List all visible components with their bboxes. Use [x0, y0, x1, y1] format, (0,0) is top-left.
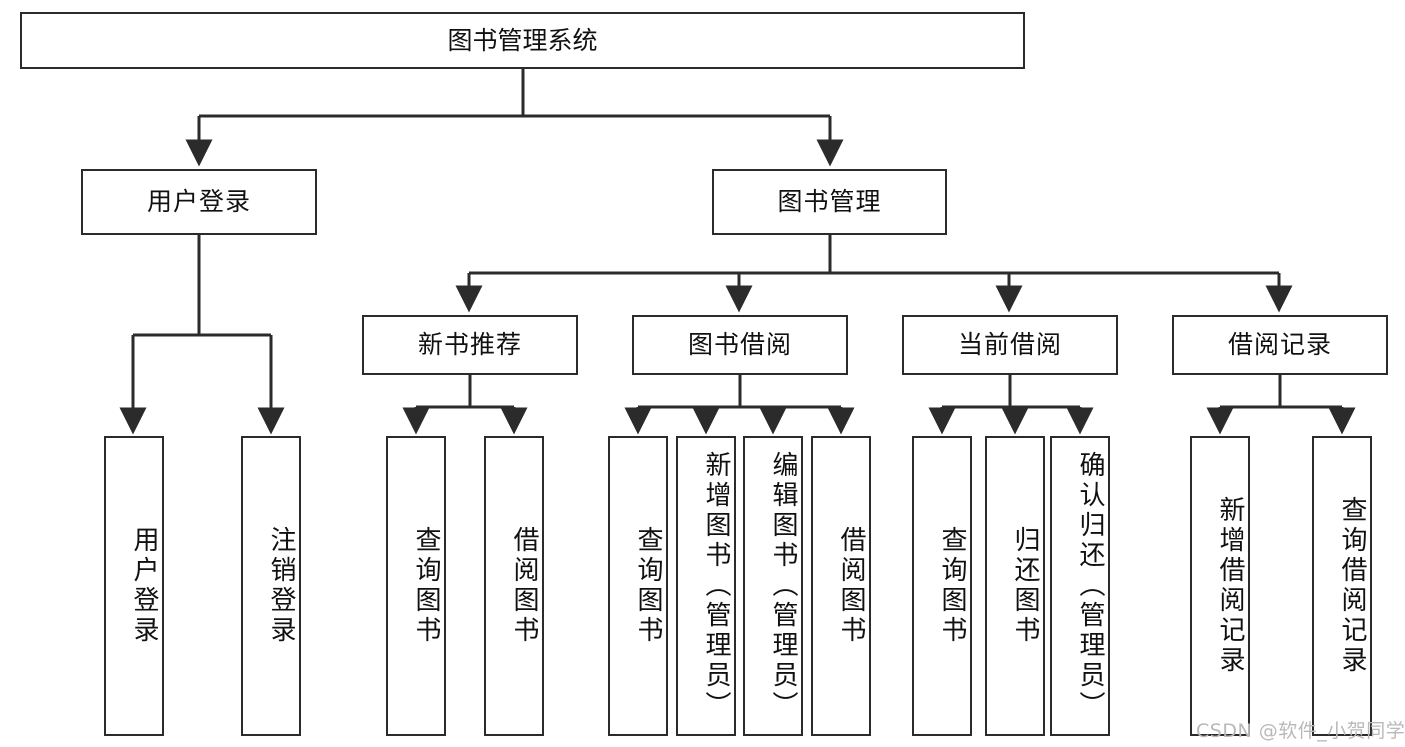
node-user-login[interactable]: 用户登录 — [81, 169, 317, 235]
csdn-watermark: CSDN @软件_小贺同学 — [1196, 720, 1405, 742]
node-leaf-borrow-edit-label: 编辑图书（管理员） — [768, 451, 798, 721]
node-leaf-record-search-label: 查询借阅记录 — [1337, 496, 1367, 676]
node-book-manage-label: 图书管理 — [777, 187, 882, 217]
node-leaf-borrow-do[interactable]: 借阅图书 — [811, 436, 871, 736]
node-leaf-cur-confirm[interactable]: 确认归还（管理员） — [1050, 436, 1110, 736]
node-leaf-cur-query-label: 查询图书 — [937, 526, 967, 646]
node-borrow-record-label: 借阅记录 — [1227, 330, 1332, 360]
node-leaf-record-add-label: 新增借阅记录 — [1215, 496, 1245, 676]
node-root-label: 图书管理系统 — [447, 25, 598, 55]
node-leaf-record-add[interactable]: 新增借阅记录 — [1190, 436, 1250, 736]
node-leaf-rec-query[interactable]: 查询图书 — [386, 436, 446, 736]
node-leaf-user-login[interactable]: 用户登录 — [104, 436, 164, 736]
node-leaf-user-login-label: 用户登录 — [129, 526, 159, 646]
node-leaf-user-logout-label: 注销登录 — [266, 526, 296, 646]
node-leaf-user-logout[interactable]: 注销登录 — [241, 436, 301, 736]
node-leaf-record-search[interactable]: 查询借阅记录 — [1312, 436, 1372, 736]
node-book-borrow[interactable]: 图书借阅 — [632, 315, 848, 375]
node-leaf-cur-return[interactable]: 归还图书 — [985, 436, 1045, 736]
node-new-book-rec-label: 新书推荐 — [417, 330, 522, 360]
node-leaf-cur-return-label: 归还图书 — [1010, 526, 1040, 646]
node-current-borrow[interactable]: 当前借阅 — [902, 315, 1118, 375]
node-leaf-rec-query-label: 查询图书 — [411, 526, 441, 646]
node-leaf-rec-borrow[interactable]: 借阅图书 — [484, 436, 544, 736]
node-new-book-rec[interactable]: 新书推荐 — [362, 315, 578, 375]
node-leaf-borrow-query[interactable]: 查询图书 — [608, 436, 668, 736]
node-leaf-borrow-add[interactable]: 新增图书（管理员） — [676, 436, 736, 736]
node-leaf-borrow-do-label: 借阅图书 — [836, 526, 866, 646]
node-user-login-label: 用户登录 — [146, 187, 251, 217]
node-book-borrow-label: 图书借阅 — [687, 330, 792, 360]
node-leaf-borrow-query-label: 查询图书 — [633, 526, 663, 646]
node-leaf-borrow-edit[interactable]: 编辑图书（管理员） — [743, 436, 803, 736]
node-book-manage[interactable]: 图书管理 — [712, 169, 947, 235]
node-current-borrow-label: 当前借阅 — [957, 330, 1062, 360]
node-borrow-record[interactable]: 借阅记录 — [1172, 315, 1388, 375]
node-leaf-rec-borrow-label: 借阅图书 — [509, 526, 539, 646]
node-root[interactable]: 图书管理系统 — [20, 12, 1025, 69]
node-leaf-borrow-add-label: 新增图书（管理员） — [701, 451, 731, 721]
node-leaf-cur-query[interactable]: 查询图书 — [912, 436, 972, 736]
node-leaf-cur-confirm-label: 确认归还（管理员） — [1075, 451, 1105, 721]
